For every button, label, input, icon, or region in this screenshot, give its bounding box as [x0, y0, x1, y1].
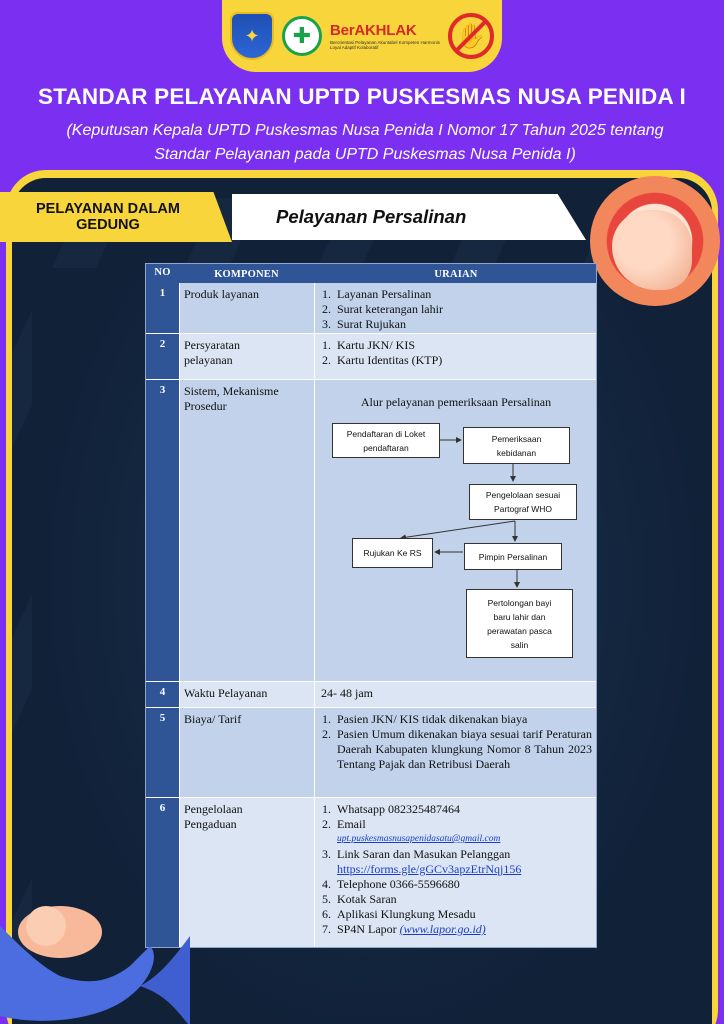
fetus-illustration	[612, 210, 692, 290]
feedback-form-link[interactable]: https://forms.gle/gGCv3apzEtrNqj156	[337, 862, 522, 876]
list-item: 5.Kotak Saran	[322, 892, 397, 906]
row-description: 24- 48 jam	[314, 682, 596, 707]
table-row: 6 Pengelolaan Pengaduan 1.Whatsapp 08232…	[146, 798, 596, 947]
row-component: Pengelolaan Pengaduan	[179, 798, 314, 947]
row-description: 1.Pasien JKN/ KIS tidak dikenakan biaya …	[314, 708, 596, 797]
table-row: 3 Sistem, Mekanisme Prosedur Alur pelaya…	[146, 380, 596, 682]
hands-fetus-illustration	[0, 906, 190, 1024]
list-item: 2. Email upt.puskesmasnusapenidasatu@gma…	[321, 817, 592, 847]
table-row: 4 Waktu Pelayanan 24- 48 jam	[146, 682, 596, 708]
list-item: 3.Surat Rujukan	[322, 317, 406, 331]
list-item: 4.Telephone 0366-5596680	[322, 877, 460, 891]
table-row: 5 Biaya/ Tarif 1.Pasien JKN/ KIS tidak d…	[146, 708, 596, 798]
logo-banner: ✦ ✚ BerAKHLAK Berorientasi Pelayanan Aku…	[222, 0, 502, 72]
lapor-link[interactable]: (www.lapor.go.id)	[399, 922, 486, 936]
row-component: Biaya/ Tarif	[179, 708, 314, 797]
header-no: NO	[146, 264, 179, 283]
email-link[interactable]: upt.puskesmasnusapenidasatu@gmail.com	[337, 834, 501, 844]
list-item: 3. Link Saran dan Masukan Pelanggan http…	[321, 847, 592, 877]
health-cross-icon: ✚	[282, 16, 322, 56]
row-component: Waktu Pelayanan	[179, 682, 314, 707]
row-description: 1.Whatsapp 082325487464 2. Email upt.pus…	[314, 798, 596, 947]
subtitle-line-1: (Keputusan Kepala UPTD Puskesmas Nusa Pe…	[66, 122, 664, 139]
row-description: 1.Kartu JKN/ KIS 2.Kartu Identitas (KTP)	[314, 334, 596, 379]
list-item: 1.Layanan Persalinan	[322, 287, 432, 301]
list-item: 1.Whatsapp 082325487464	[322, 802, 460, 816]
berakhlak-logo: BerAKHLAK Berorientasi Pelayanan Akuntab…	[330, 22, 440, 50]
list-item: 6.Aplikasi Klungkung Mesadu	[322, 907, 476, 921]
row-component: Persyaratan pelayanan	[179, 334, 314, 379]
list-item: 1.Kartu JKN/ KIS	[322, 338, 415, 352]
flow-box-newborn-aid: Pertolongan bayi baru lahir dan perawata…	[466, 589, 573, 658]
header-description: URAIAN	[314, 264, 596, 283]
page-title: STANDAR PELAYANAN UPTD PUSKESMAS NUSA PE…	[37, 84, 687, 109]
stop-gratification-icon: ✋	[448, 13, 494, 59]
row-number: 6	[146, 798, 179, 947]
row-number: 3	[146, 380, 179, 681]
category-label: PELAYANAN DALAM GEDUNG	[0, 192, 232, 242]
flow-box-referral: Rujukan Ke RS	[352, 538, 433, 568]
flow-title: Alur pelayanan pemeriksaan Persalinan	[360, 395, 552, 409]
berakhlak-tagline: Berorientasi Pelayanan Akuntabel Kompete…	[330, 40, 440, 50]
list-item: 1.Pasien JKN/ KIS tidak dikenakan biaya	[322, 712, 528, 726]
row-number: 2	[146, 334, 179, 379]
header-component: KOMPONEN	[179, 264, 314, 283]
row-number: 5	[146, 708, 179, 797]
row-component: Sistem, Mekanisme Prosedur	[179, 380, 314, 681]
klungkung-emblem-icon: ✦	[230, 12, 274, 60]
table-row: 2 Persyaratan pelayanan 1.Kartu JKN/ KIS…	[146, 334, 596, 380]
arrow-partograph-referral	[400, 520, 516, 541]
category-label-line-1: PELAYANAN DALAM	[36, 201, 180, 217]
service-standard-table: NO KOMPONEN URAIAN 1 Produk layanan 1.La…	[145, 263, 597, 948]
table-row: 1 Produk layanan 1.Layanan Persalinan 2.…	[146, 283, 596, 334]
subtitle-line-2: Standar Pelayanan pada UPTD Puskesmas Nu…	[154, 146, 576, 163]
row-description: Alur pelayanan pemeriksaan Persalinan Pe…	[314, 380, 596, 681]
service-title: Pelayanan Persalinan	[232, 194, 586, 240]
row-component: Produk layanan	[179, 283, 314, 333]
list-item: 2.Pasien Umum dikenakan biaya sesuai tar…	[322, 727, 592, 771]
page-subtitle: (Keputusan Kepala UPTD Puskesmas Nusa Pe…	[20, 119, 710, 167]
table-header: NO KOMPONEN URAIAN	[146, 264, 596, 283]
list-item: 2.Surat keterangan lahir	[322, 302, 443, 316]
list-item: 2.Kartu Identitas (KTP)	[322, 353, 443, 367]
row-number: 4	[146, 682, 179, 707]
category-label-line-2: GEDUNG	[76, 217, 140, 233]
berakhlak-text: BerAKHLAK	[330, 22, 417, 39]
list-item: 7. SP4N Lapor (www.lapor.go.id)	[322, 922, 486, 936]
row-number: 1	[146, 283, 179, 333]
row-description: 1.Layanan Persalinan 2.Surat keterangan …	[314, 283, 596, 333]
flow-box-lead-delivery: Pimpin Persalinan	[464, 543, 562, 570]
flow-arrows	[400, 437, 520, 588]
